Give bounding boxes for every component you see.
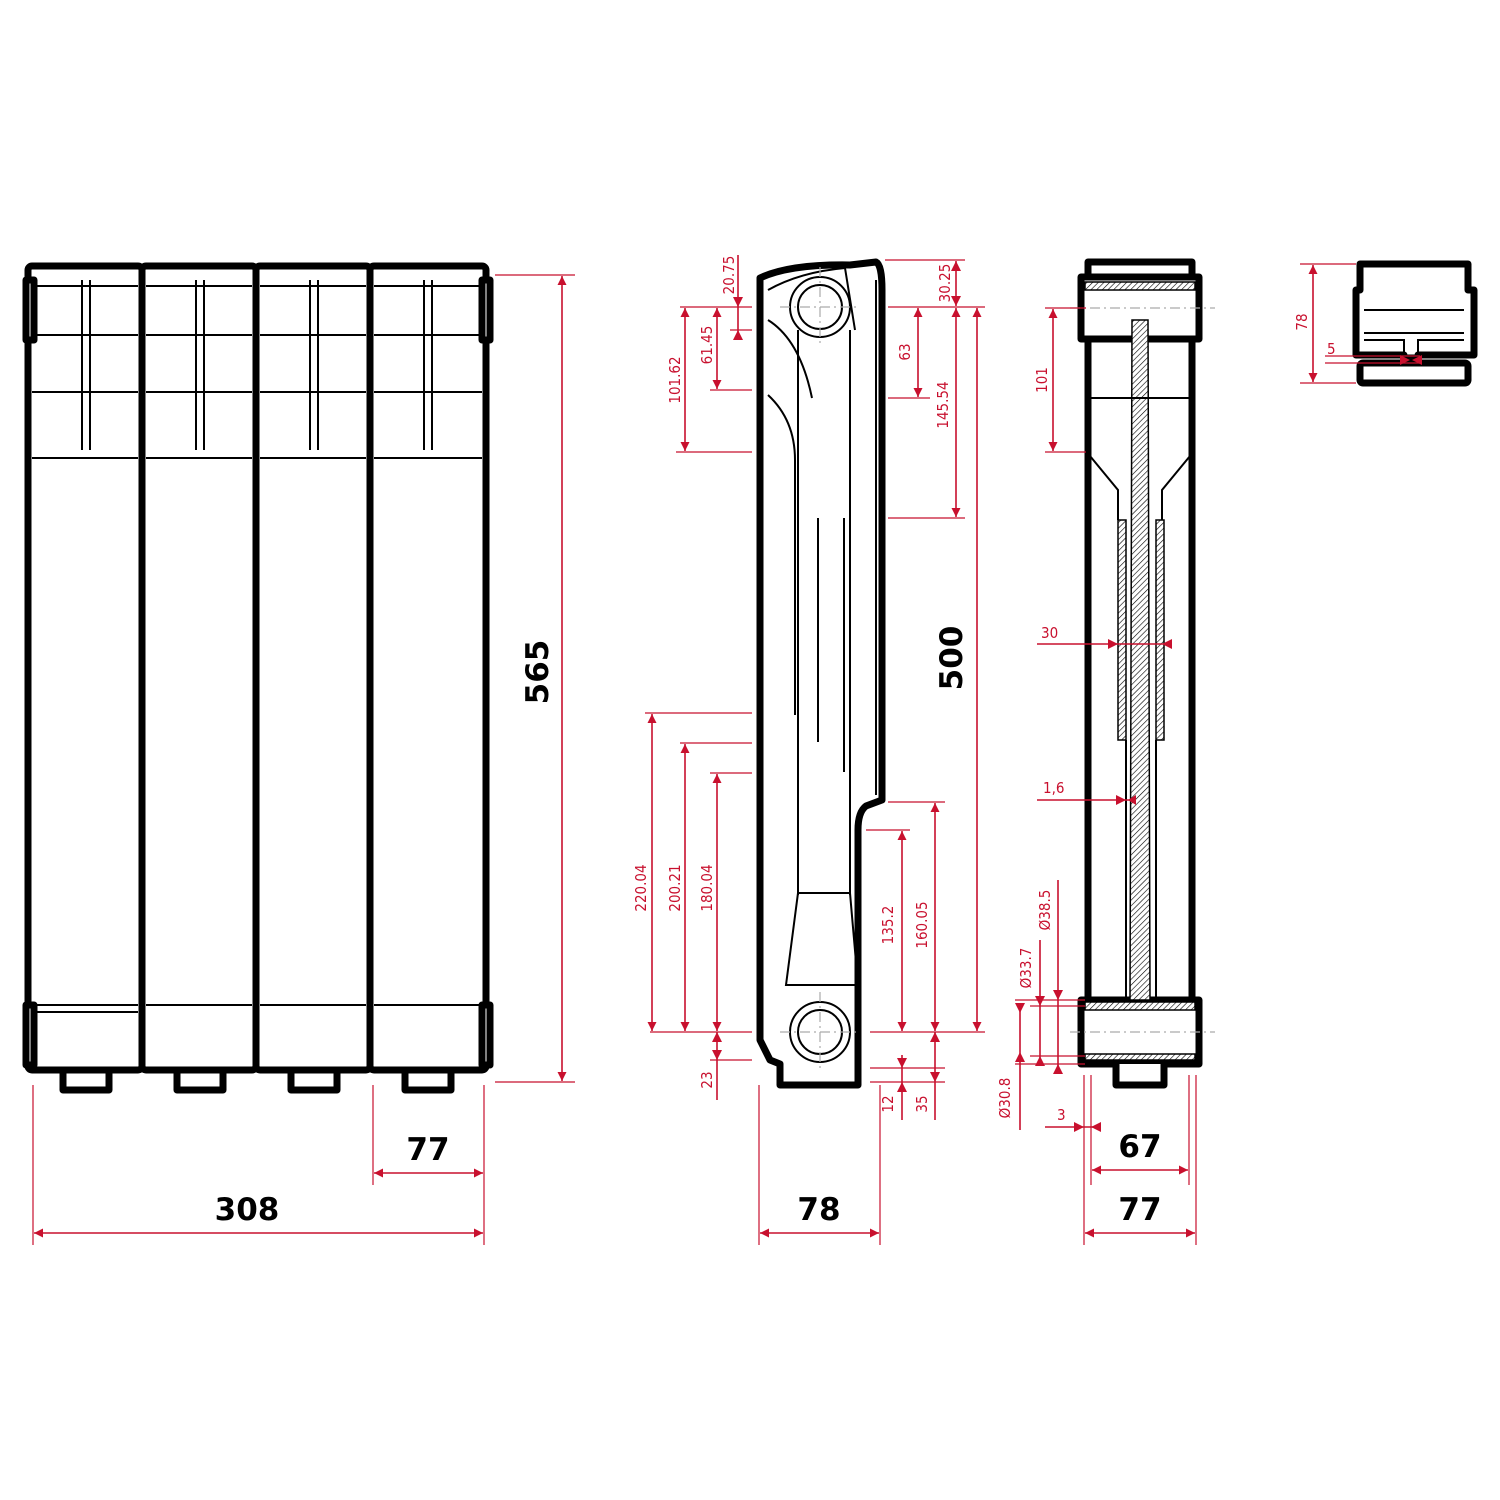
dim-20-75: 20.75 [720, 256, 738, 295]
front-view: 565 308 77 [22, 262, 575, 1245]
height-label: 565 [520, 640, 556, 705]
outer-width-label: 77 [1118, 1192, 1161, 1228]
dim-220-04: 220.04 [632, 864, 650, 911]
top-view: 78 5 [1293, 260, 1478, 387]
section-width-label: 77 [406, 1132, 449, 1168]
axis-distance-label: 500 [934, 626, 970, 691]
dim-12: 12 [879, 1095, 897, 1112]
dim-180-04: 180.04 [698, 864, 716, 911]
side-view: 101.62 61.45 20.75 220.04 200.21 180.04 … [632, 255, 985, 1245]
dim-200-21: 200.21 [666, 864, 684, 911]
dim-101-62: 101.62 [666, 356, 684, 403]
section-view: 101 30 1,6 Ø38.5 Ø33.7 Ø30.8 3 67 77 [996, 258, 1215, 1245]
radiator-section [24, 262, 146, 1094]
total-width-label: 308 [215, 1192, 280, 1228]
diameter-30-8: Ø30.8 [996, 1078, 1014, 1119]
dim-160-05: 160.05 [913, 901, 931, 948]
dim-35: 35 [913, 1095, 931, 1112]
radiator-section [252, 262, 374, 1094]
dim-101: 101 [1033, 367, 1051, 393]
depth-label: 78 [797, 1192, 840, 1228]
diameter-38-5: Ø38.5 [1036, 890, 1054, 931]
dim-30: 30 [1041, 624, 1058, 642]
radiator-section [138, 262, 260, 1094]
inner-width-label: 67 [1118, 1129, 1161, 1165]
dim-135-2: 135.2 [879, 906, 897, 945]
top-view-gap: 5 [1327, 340, 1336, 358]
dim-23: 23 [698, 1071, 716, 1088]
diameter-33-7: Ø33.7 [1017, 948, 1035, 989]
radiator-section [366, 262, 490, 1094]
dim-145-54: 145.54 [934, 381, 952, 428]
dim-30-25: 30.25 [936, 264, 954, 303]
dim-63: 63 [896, 343, 914, 360]
dim-61-45: 61.45 [698, 326, 716, 365]
wall-thickness: 1,6 [1043, 779, 1064, 797]
top-view-height: 78 [1293, 313, 1311, 330]
dim-3: 3 [1057, 1106, 1066, 1124]
